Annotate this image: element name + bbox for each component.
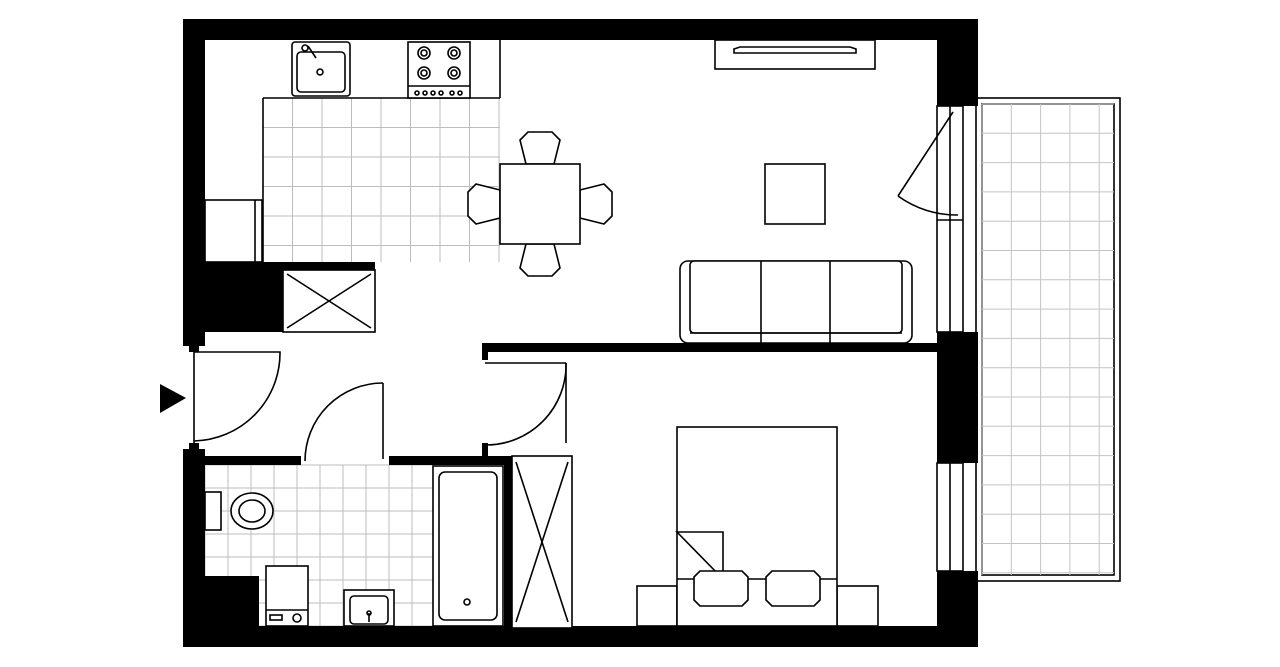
bathtub-icon [432,465,504,627]
bedroom-door-jamb [482,352,488,360]
bathroom-door[interactable] [304,382,384,462]
dining-chair-left [467,183,501,225]
bathroom [204,465,504,627]
entrance-jamb-bottom [189,443,199,449]
wardrobe-icon [511,455,573,629]
walls [183,19,978,647]
balcony-floor-grid [981,103,1114,575]
living-bedroom-partition [482,343,938,352]
dining-chair-top [519,131,561,165]
outer-wall-right-middle [937,332,978,463]
sofa [679,260,913,344]
balcony-railing [981,103,1115,576]
living-room [679,39,913,344]
kitchen [204,40,501,333]
entrance-jamb-top [189,346,199,352]
entrance-arrow-icon [160,384,186,413]
stove-icon [407,41,471,99]
closet-top-partition [283,262,375,270]
outer-wall-bottom [183,626,978,647]
washing-machine-icon [265,565,309,627]
closet-icon [282,269,376,333]
coffee-table [764,163,826,225]
outer-wall-top [183,19,978,40]
bedroom-door[interactable] [484,362,567,446]
bedroom [636,426,879,627]
kitchen-shaft [203,262,283,332]
bed-blanket-fold [675,531,724,581]
outer-wall-right-top [937,19,978,106]
washbasin-icon [343,589,395,627]
fridge-icon [204,199,263,263]
windows [936,105,964,572]
pillow-left [693,570,749,607]
outer-wall-left-upper [183,19,205,346]
bedroom-door-jamb-lower [482,443,488,456]
kitchen-sink-icon [291,41,351,97]
pillow-right [765,570,821,607]
dining-chair-right [579,183,613,225]
bathroom-side-partition [504,456,512,628]
bathroom-partition-right [389,456,511,465]
bathroom-shaft [203,576,259,626]
outer-wall-left-lower [183,449,205,647]
balcony-door[interactable] [897,111,959,216]
toilet-icon [204,491,274,531]
doors [193,111,959,462]
kitchen-wall-counter [205,40,263,200]
entrance-door[interactable] [193,351,281,443]
outer-wall-right-bottom [937,571,978,647]
balcony [975,97,1121,582]
balcony-outline [975,97,1121,582]
double-bed [675,426,838,627]
kitchen-tile-floor [262,97,500,262]
dining-table [499,163,581,245]
dining-set [467,131,613,277]
bathroom-partition-left [203,456,301,465]
dining-chair-bottom [519,243,561,277]
tv-unit [714,39,876,70]
